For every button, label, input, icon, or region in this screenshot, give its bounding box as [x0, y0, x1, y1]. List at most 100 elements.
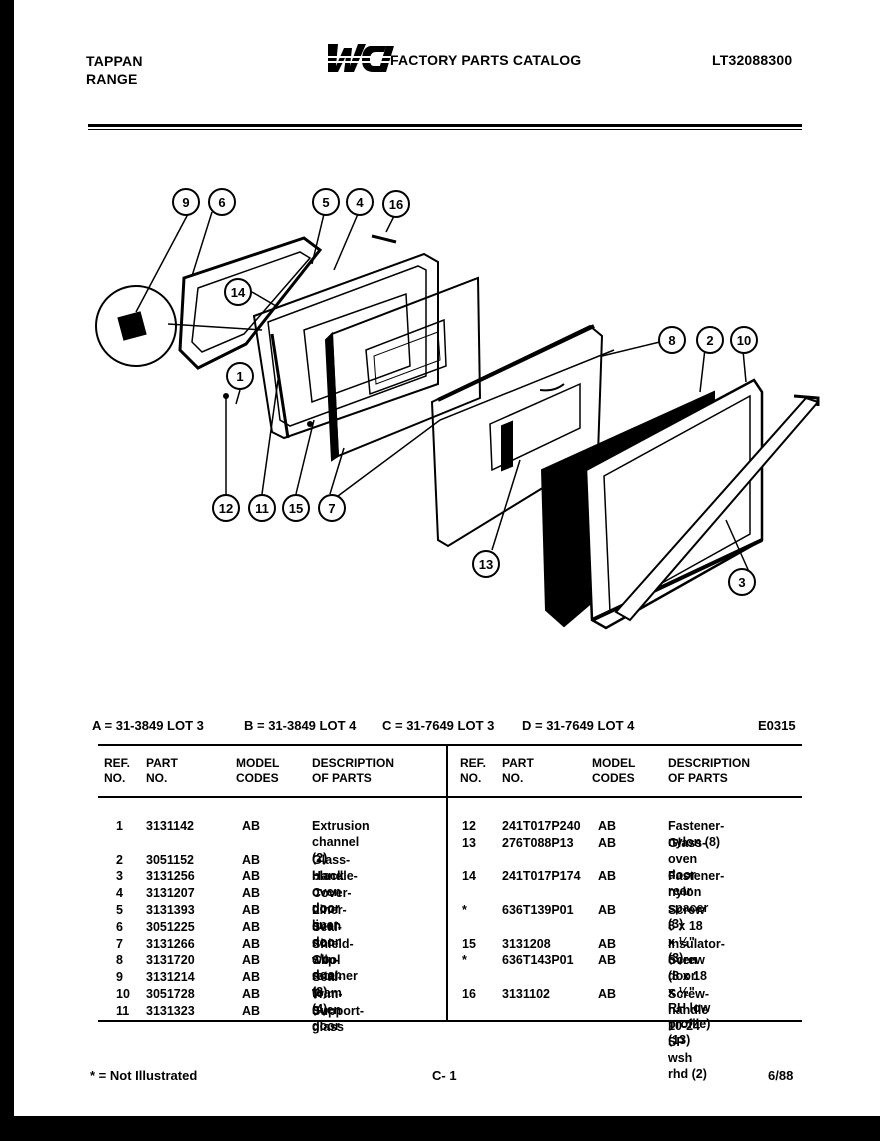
- cell-ref: *: [462, 903, 467, 917]
- cell-part: 276T088P13: [502, 835, 574, 850]
- catalog-page: TAPPAN RANGE FACTORY PARTS CATALOG LT320…: [14, 0, 880, 1116]
- col-model-right: MODEL CODES: [592, 756, 636, 785]
- col-ref-right: REF. NO.: [460, 756, 487, 785]
- cell-part: 3131266: [146, 936, 195, 951]
- cell-desc: Insulator-oven door: [668, 936, 725, 983]
- cell-ref: 11: [116, 1003, 130, 1018]
- callout-15: 15: [282, 494, 310, 522]
- brand-line-2: RANGE: [86, 71, 138, 87]
- lot-d: D = 31-7649 LOT 4: [522, 718, 635, 733]
- cell-model: AB: [242, 936, 261, 951]
- cell-part: 3131207: [146, 886, 195, 901]
- cell-desc: Clip-retainer (2): [312, 953, 358, 1000]
- cell-model: AB: [242, 1003, 261, 1018]
- cell-ref: 5: [116, 903, 123, 917]
- cell-part: 3131102: [502, 987, 550, 1001]
- callout-10: 10: [730, 326, 758, 354]
- callout-13: 13: [472, 550, 500, 578]
- door-liner: [252, 252, 439, 440]
- cell-desc: Seal-non s/c door: [312, 919, 342, 982]
- col-model-left: MODEL CODES: [236, 756, 280, 785]
- door-seal-frame: [178, 236, 323, 370]
- callout-14: 14: [224, 278, 252, 306]
- cell-desc: Screw 8 x 18 x ½" (3): [668, 903, 705, 965]
- cell-part: 3131323: [146, 1003, 195, 1018]
- cell-model: AB: [598, 987, 617, 1001]
- callout-16: 16: [382, 190, 410, 218]
- cell-model: AB: [598, 869, 617, 884]
- cell-ref: 15: [462, 936, 476, 951]
- lot-code: E0315: [758, 718, 796, 733]
- table-column-divider: [446, 746, 448, 1020]
- cell-desc: Extrusion channel (2): [312, 819, 370, 865]
- cell-part: 3131256: [146, 869, 195, 884]
- table-header-rule: [98, 796, 802, 798]
- page-number: C- 1: [432, 1068, 457, 1083]
- callout-12: 12: [212, 494, 240, 522]
- cell-ref: *: [462, 953, 467, 968]
- cell-desc: Glass-oven door rear: [668, 835, 707, 898]
- exploded-parts-diagram: [95, 211, 820, 630]
- cell-part: 241T017P240: [502, 819, 581, 833]
- cell-part: 3131720: [146, 953, 195, 968]
- callout-8: 8: [658, 326, 686, 354]
- col-part-left: PART NO.: [146, 756, 178, 785]
- callout-1: 1: [226, 362, 254, 390]
- cell-desc: Fastener-nylon (8): [668, 819, 725, 849]
- cell-model: AB: [242, 903, 261, 917]
- cell-part: 3131142: [146, 819, 194, 833]
- cell-part: 3051152: [146, 852, 194, 867]
- cell-model: AB: [242, 970, 261, 985]
- cell-desc: Screw (8 x 18 x ½" RH low profile) (13): [668, 953, 711, 1048]
- cell-ref: 6: [116, 919, 123, 934]
- lot-c: C = 31-7649 LOT 3: [382, 718, 495, 733]
- catalog-title: FACTORY PARTS CATALOG: [390, 52, 582, 68]
- cell-ref: 8: [116, 953, 123, 968]
- brand-block: TAPPAN RANGE: [86, 52, 143, 88]
- cell-model: AB: [242, 852, 261, 867]
- cell-model: AB: [242, 819, 261, 833]
- cell-ref: 13: [462, 835, 476, 850]
- cell-desc: Trim-oven door: [312, 987, 343, 1033]
- cell-ref: 1: [116, 819, 123, 833]
- cell-ref: 7: [116, 936, 123, 951]
- col-part-right: PART NO.: [502, 756, 534, 785]
- cell-desc: Screw-handle 10-24 SP wsh rhd (2): [668, 987, 709, 1081]
- cell-desc: Cover-door liner: [312, 886, 352, 933]
- callout-2: 2: [696, 326, 724, 354]
- cell-ref: 3: [116, 869, 123, 884]
- cell-model: AB: [242, 987, 261, 1001]
- cell-model: AB: [242, 886, 261, 901]
- cell-desc: Glass-black: [312, 852, 351, 883]
- col-desc-right: DESCRIPTION OF PARTS: [668, 756, 751, 785]
- cell-model: AB: [598, 819, 617, 833]
- cell-ref: 12: [462, 819, 476, 833]
- cell-part: 3131208: [502, 936, 551, 951]
- cell-part: 3051225: [146, 919, 195, 934]
- cell-part: 636T139P01: [502, 903, 574, 917]
- lot-a: A = 31-3849 LOT 3: [92, 718, 204, 733]
- inset-detail-circle: [95, 285, 177, 367]
- brand-line-1: TAPPAN: [86, 53, 143, 69]
- cell-desc: Seal-foam (4): [312, 970, 342, 1017]
- cell-model: AB: [598, 936, 617, 951]
- foam-seal-swatch: [117, 311, 147, 341]
- model-number: LT32088300: [712, 52, 793, 68]
- wci-logo-icon: [326, 44, 394, 72]
- callout-9: 9: [172, 188, 200, 216]
- callout-11: 11: [248, 494, 276, 522]
- cell-model: AB: [242, 869, 261, 884]
- lot-b: B = 31-3849 LOT 4: [244, 718, 357, 733]
- cell-part: 3131393: [146, 903, 195, 917]
- table-bottom-rule: [98, 1020, 802, 1022]
- cell-desc: Fastener-nylon spacer (3): [668, 869, 725, 932]
- cell-ref: 2: [116, 852, 123, 867]
- cell-model: AB: [598, 903, 617, 917]
- cell-ref: 10: [116, 987, 130, 1001]
- cell-ref: 14: [462, 869, 476, 884]
- cell-desc: Support-glass: [312, 1003, 365, 1034]
- table-top-rule: [98, 744, 802, 746]
- footer-date: 6/88: [768, 1068, 794, 1083]
- callout-5: 5: [312, 188, 340, 216]
- cell-model: AB: [598, 835, 617, 850]
